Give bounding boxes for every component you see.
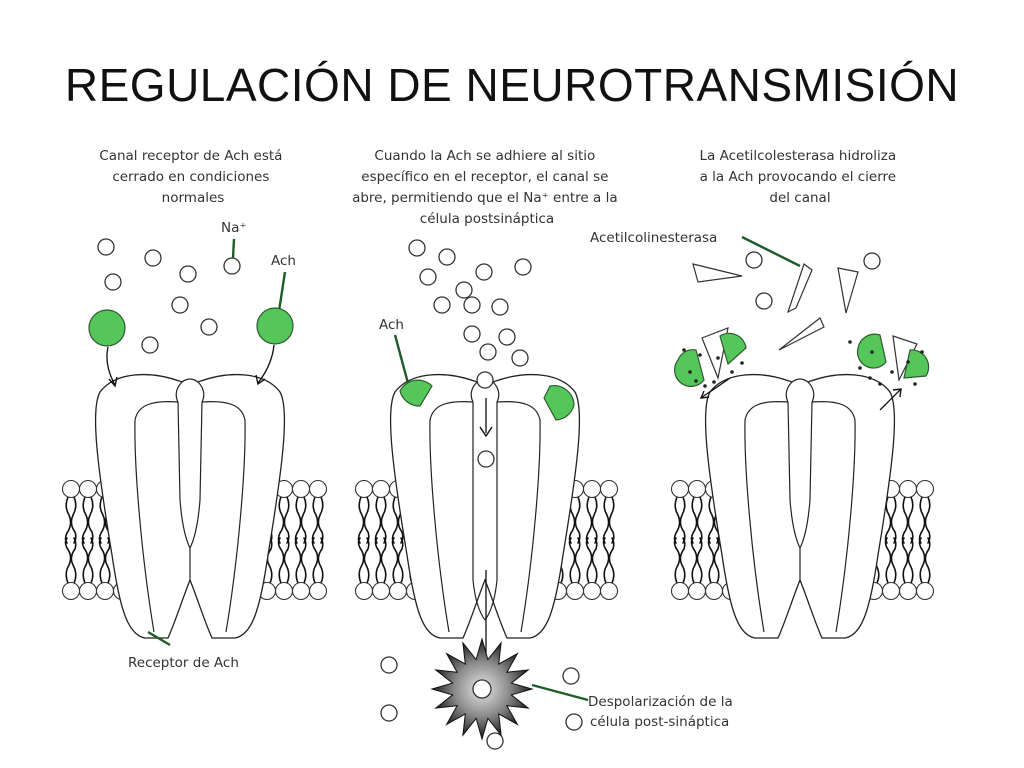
sodium-ions-panel-3 [745,251,881,310]
label-receptor: Receptor de Ach [128,655,239,671]
caption-panel-3: La Acetilcolesterasa hidroliza a la Ach … [700,148,901,206]
ach-receptor-closing [704,373,896,639]
label-ach-panel-1: Ach [271,253,296,269]
caption-panel-1: Canal receptor de Ach está cerrado en co… [99,148,286,206]
ach-molecule-left [88,309,126,347]
sodium-ions-panel-2 [380,239,583,750]
label-na: Na⁺ [221,220,247,236]
ach-molecule-right [256,307,294,345]
panel-closed: Canal receptor de Ach está cerrado en co… [88,148,296,671]
label-depolarization: Despolarización de la célula post-sinápt… [588,694,737,730]
sodium-ions-panel-1 [97,238,241,354]
bound-ach-left [399,379,433,407]
hydrolyzed-ach-fragments [674,332,930,387]
caption-panel-2: Cuando la Ach se adhiere al sitio especí… [352,148,622,227]
ach-receptor-open [389,373,581,639]
panel-hydrolysis: La Acetilcolesterasa hidroliza a la Ach … [590,148,930,411]
panel-open: Cuando la Ach se adhiere al sitio especí… [352,148,737,750]
fragment-dots [682,340,924,388]
ach-receptor-closed [94,373,286,639]
label-ach-panel-2: Ach [379,317,404,333]
bound-ach-right [543,385,575,421]
label-enzyme: Acetilcolinesterasa [590,230,717,246]
acetylcholinesterase-molecules [692,263,918,383]
slide-title: REGULACIÓN DE NEUROTRANSMISIÓN [64,59,960,111]
